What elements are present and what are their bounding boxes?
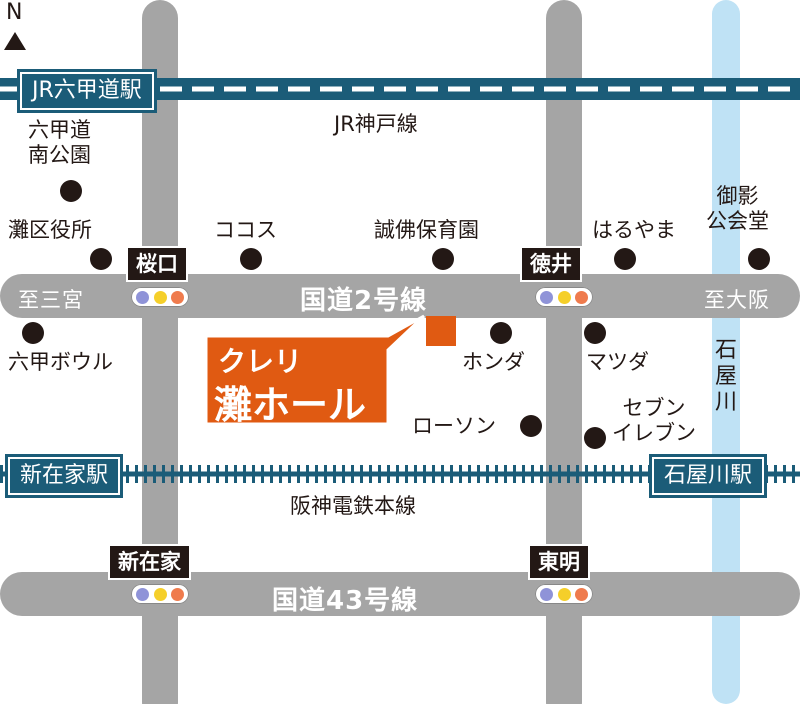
lawson-label: ローソン — [412, 414, 496, 438]
jr-kobe-line-label: JR神戸線 — [334, 112, 418, 136]
nada-ward-office-label: 灘区役所 — [8, 218, 92, 242]
traffic-signal-icon — [535, 287, 593, 307]
landmark-marker-icon — [240, 248, 262, 270]
destination-callout-box — [204, 314, 426, 426]
route2-label: 国道2号線 — [300, 286, 428, 316]
honda-label: ホンダ — [462, 350, 525, 374]
jr-rokkomichi-station-label: JR六甲道駅 — [17, 69, 157, 113]
to-sannomiya-label: 至三宮 — [18, 288, 84, 312]
landmark-marker-icon — [22, 322, 44, 344]
haruyama-label: はるやま — [592, 218, 676, 242]
landmark-marker-icon — [748, 248, 770, 270]
mikage-hall-label: 御影 公会堂 — [706, 184, 769, 233]
traffic-signal-icon — [131, 287, 189, 307]
ishiyagawa-river-label: 石屋川 — [714, 338, 737, 415]
landmark-marker-icon — [432, 248, 454, 270]
hanshin-main-line-label: 阪神電鉄本線 — [290, 494, 416, 518]
ishiyagawa-station-label: 石屋川駅 — [648, 454, 768, 498]
seibutsu-nursery-label: 誠佛保育園 — [374, 218, 479, 242]
landmark-marker-icon — [584, 322, 606, 344]
shinzaike-station-label: 新在家駅 — [4, 454, 124, 498]
landmark-marker-icon — [60, 180, 82, 202]
route43-label: 国道43号線 — [272, 586, 419, 616]
tokui-intersection-label: 徳井 — [520, 246, 582, 282]
north-label: N — [6, 0, 23, 25]
mazda-label: マツダ — [586, 350, 649, 374]
seven-eleven-label: セブン イレブン — [612, 396, 696, 445]
destination-name-line1: クレリ — [218, 345, 303, 378]
north-arrow-icon — [4, 32, 26, 50]
cocos-label: ココス — [214, 218, 277, 242]
toumei-intersection-label: 東明 — [528, 544, 590, 580]
destination-name-line2: 灘ホール — [214, 383, 367, 427]
shinzaike-intersection-label: 新在家 — [108, 544, 191, 580]
rokkomichi-park-label: 六甲道 南公園 — [28, 118, 91, 167]
traffic-signal-icon — [535, 584, 593, 604]
rokko-bowl-label: 六甲ボウル — [8, 350, 113, 374]
landmark-marker-icon — [584, 427, 606, 449]
sakuraguchi-intersection-label: 桜口 — [126, 246, 188, 282]
landmark-marker-icon — [614, 248, 636, 270]
traffic-signal-icon — [131, 584, 189, 604]
to-osaka-label: 至大阪 — [704, 288, 770, 312]
landmark-marker-icon — [90, 248, 112, 270]
landmark-marker-icon — [490, 322, 512, 344]
landmark-marker-icon — [520, 415, 542, 437]
destination-marker-icon — [426, 316, 456, 346]
